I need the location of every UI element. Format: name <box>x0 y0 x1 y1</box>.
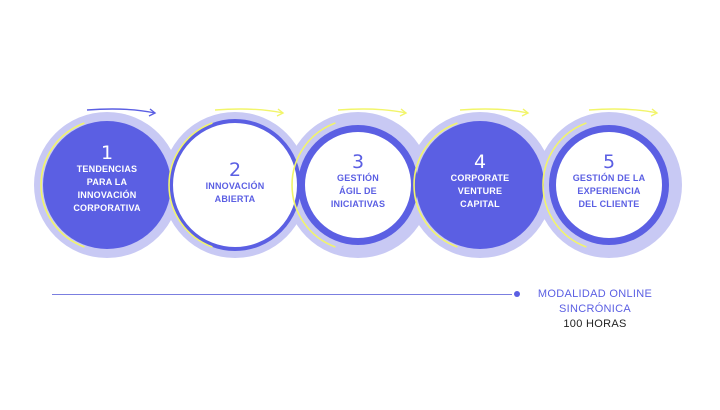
step-5-inner-disc <box>556 132 662 238</box>
step-3-arrow-arc <box>337 108 407 114</box>
step-2-inner-disc <box>169 119 301 251</box>
step-4-inner-disc <box>416 121 544 249</box>
step-5-arrowhead-icon <box>650 108 659 117</box>
modality-label: MODALIDAD ONLINE SINCRÓNICA <box>537 288 653 315</box>
hours-label: 100 HORAS <box>563 318 627 330</box>
step-1-arrow-arc <box>86 108 156 114</box>
step-3-arrowhead-icon <box>399 108 408 117</box>
step-1-inner-disc <box>43 121 171 249</box>
step-3-inner-disc <box>305 132 411 238</box>
step-5-accent-arc <box>542 122 587 248</box>
step-4-arrow-arc <box>459 108 529 114</box>
modality-info: MODALIDAD ONLINE SINCRÓNICA 100 HORAS <box>520 287 670 332</box>
step-5-arrow-arc <box>588 108 658 114</box>
step-1-arrowhead-icon <box>148 108 157 117</box>
step-2-accent-arc <box>168 122 213 248</box>
timeline-line <box>52 294 512 295</box>
step-3-accent-arc <box>291 122 336 248</box>
step-1-accent-arc <box>40 122 85 248</box>
step-4-arrowhead-icon <box>521 108 530 117</box>
step-2-arrow-arc <box>214 108 284 114</box>
step-4-accent-arc <box>413 122 458 248</box>
timeline-dot <box>514 291 520 297</box>
step-2-arrowhead-icon <box>276 108 285 117</box>
